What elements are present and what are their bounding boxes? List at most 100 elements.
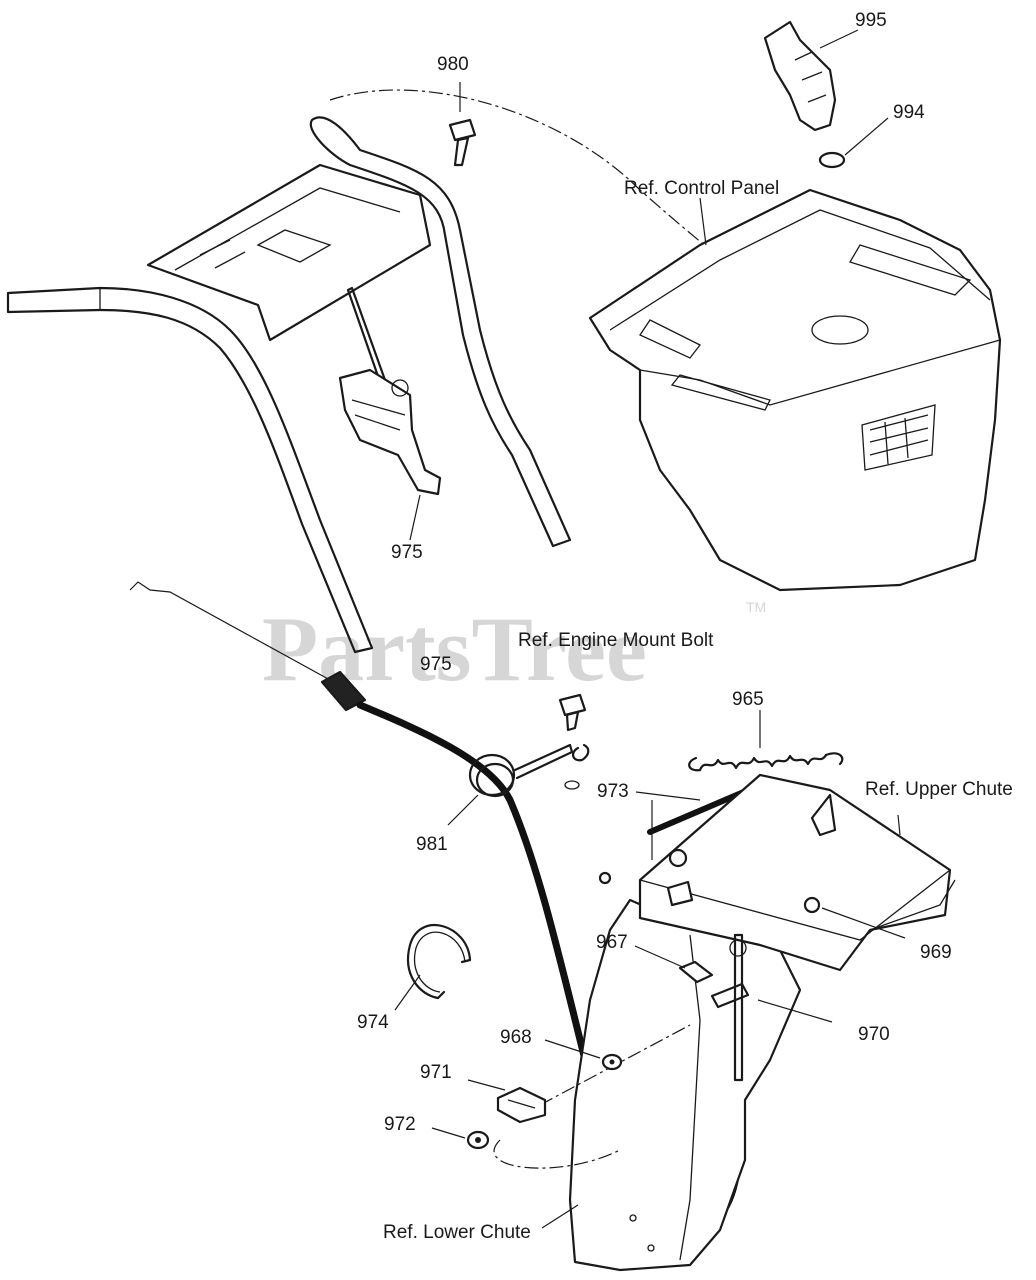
clip-981-loop-b [475, 762, 515, 798]
bracket-971 [496, 1086, 547, 1124]
spring-965-hook-right [824, 752, 844, 766]
nut-top [668, 848, 688, 868]
upper-chute-tab [810, 793, 837, 837]
leader-969 [821, 907, 906, 939]
small-washer [564, 780, 580, 790]
label-970: 970 [858, 1024, 890, 1045]
washer-994-shape [818, 151, 846, 169]
bolt-980-head [448, 118, 477, 142]
nut-969 [803, 896, 821, 914]
label-975-bottom: 975 [420, 654, 452, 675]
handle-bracket [146, 163, 432, 342]
washer-994 [818, 117, 889, 169]
label-995: 995 [855, 10, 887, 31]
chute-assembly [431, 773, 956, 1272]
spring-965 [688, 710, 844, 772]
upper-chute [638, 773, 952, 972]
engine-mount-bolt [558, 693, 590, 790]
bolt-967 [678, 960, 714, 984]
clip-981-arm [513, 743, 574, 780]
control-panel-body [588, 188, 1002, 592]
bolt-980-shank [453, 136, 470, 167]
control-panel-slot-front [670, 374, 771, 411]
left-handle-tube [6, 286, 374, 654]
control-panel-slot [849, 244, 972, 296]
leader-970 [757, 999, 833, 1023]
wing-nut [666, 880, 694, 907]
knob-995 [763, 20, 859, 132]
leader-975-top [409, 494, 421, 541]
engine-bolt-shank [565, 710, 580, 732]
leader-lower-chute [541, 1204, 579, 1229]
nut-972-hole [475, 1137, 481, 1143]
cable-end-fitting [320, 670, 367, 712]
knob-995-grip [794, 51, 827, 103]
shift-lever-bracket [338, 368, 442, 496]
leader-upper-chute [897, 814, 901, 836]
cable-wire-end [129, 581, 331, 681]
label-981: 981 [416, 834, 448, 855]
label-ref-upper-chute: Ref. Upper Chute [865, 779, 1013, 800]
label-968: 968 [500, 1027, 532, 1048]
leader-995 [819, 29, 859, 49]
label-980: 980 [437, 54, 469, 75]
nut-small [598, 871, 612, 885]
leader-994 [844, 117, 889, 156]
control-panel [588, 188, 1002, 592]
spring-965-coils [698, 753, 828, 772]
shift-rod [346, 286, 387, 384]
lower-chute-hole-1 [629, 1214, 637, 1222]
washer-968-hole [609, 1059, 615, 1065]
dashed-link-lower [493, 1139, 621, 1169]
upper-chute-edge [639, 869, 951, 941]
control-panel-decal [861, 404, 936, 471]
leader-973-a [635, 791, 701, 801]
bracket-971-body [496, 1086, 547, 1124]
ring-974-ends [436, 958, 472, 1000]
handle-assembly [6, 116, 572, 654]
control-panel-front-edge [639, 339, 1001, 406]
label-971: 971 [420, 1062, 452, 1083]
label-ref-engine-mount-bolt: Ref. Engine Mount Bolt [518, 630, 714, 651]
upper-chute-lip [869, 879, 956, 931]
reference-dashed-line [329, 89, 881, 331]
label-967: 967 [596, 932, 628, 953]
lower-chute-hole-2 [647, 1244, 655, 1252]
leader-968 [544, 1039, 601, 1059]
knob-995-body [763, 20, 837, 132]
right-handle-tube [309, 116, 572, 548]
control-panel-knob-hole [811, 315, 869, 345]
label-969: 969 [920, 942, 952, 963]
label-ref-control-panel: Ref. Control Panel [624, 178, 779, 199]
label-974: 974 [357, 1012, 389, 1033]
engine-bolt-head [558, 693, 587, 717]
leader-control-panel [699, 197, 707, 246]
label-972: 972 [384, 1114, 416, 1135]
chute-link [733, 933, 744, 1082]
watermark-trademark: TM [746, 599, 766, 615]
bracket-971-slot [507, 1099, 536, 1109]
shift-lever-pivot [391, 379, 409, 397]
lower-chute [568, 898, 802, 1272]
retaining-ring-974 [394, 924, 472, 1011]
control-panel-slot-left [639, 319, 701, 359]
control-panel-decal-lines [869, 414, 929, 465]
hook-clip [572, 743, 590, 762]
cable-clip-981 [447, 743, 574, 826]
shift-lever-notches [351, 399, 406, 431]
label-994: 994 [893, 102, 925, 123]
bolt-980 [448, 82, 477, 167]
label-ref-lower-chute: Ref. Lower Chute [383, 1222, 531, 1243]
leader-981 [447, 794, 479, 826]
leader-972 [431, 1127, 466, 1139]
bolt-970 [710, 982, 750, 1009]
ring-974-outer [407, 924, 472, 1000]
leader-974 [394, 974, 421, 1011]
spring-965-hook-left [688, 756, 702, 772]
label-975-top: 975 [391, 542, 423, 563]
ring-974-inner [414, 931, 466, 993]
chute-link-pivot [729, 939, 747, 957]
leader-971 [467, 1079, 506, 1091]
